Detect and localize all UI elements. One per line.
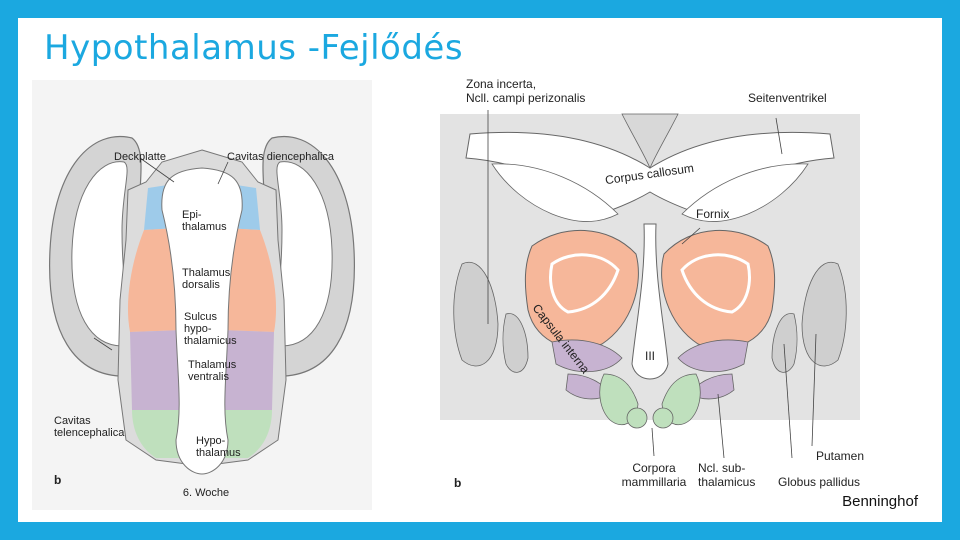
interhemispheric-fissure: [621, 113, 679, 170]
corpus-mammillare-left: [626, 407, 648, 429]
label-thalamus-ventralis-2: ventralis: [188, 371, 229, 383]
label-corpora-2: mammillaria: [622, 475, 687, 489]
label-hypothalamus-2: thalamus: [196, 447, 241, 459]
slide: Hypothalamus -Fejlődés Deckplatte Cavita…: [18, 18, 942, 522]
thalamus-left: [524, 230, 639, 350]
left-diagram: Deckplatte Cavitas diencephalica Epi- th…: [32, 80, 372, 510]
right-diagram: Zona incerta, Ncll. campi perizonalis Se…: [440, 77, 864, 490]
label-cavitas-telencephalica-2: telencephalica: [54, 427, 125, 439]
label-epithalamus-1: Epi-: [182, 209, 202, 221]
label-cavitas-diencephalica: Cavitas diencephalica: [227, 151, 335, 163]
thalamus-dorsalis-right: [220, 228, 277, 332]
thalamus-ventralis-left: [130, 330, 184, 410]
hypothalamus-left: [599, 373, 639, 426]
leader-line: [783, 343, 793, 459]
thalamus-dorsalis-left: [127, 228, 184, 332]
label-ncl-subthalamicus-2: thalamicus: [698, 475, 755, 489]
label-zona-incerta-1: Zona incerta,: [466, 77, 536, 91]
ncl-subthalamicus-right-upper: [677, 339, 749, 373]
label-sulcus-2: hypo-: [184, 323, 212, 335]
globus-pallidus-right: [771, 313, 798, 373]
leader-line: [139, 157, 175, 183]
putamen-right: [801, 261, 847, 367]
label-seitenventrikel: Seitenventrikel: [748, 91, 827, 105]
label-fornix: Fornix: [696, 207, 729, 221]
label-cavitas-telencephalica-1: Cavitas: [54, 415, 91, 427]
right-panel-letter: b: [454, 476, 461, 490]
leader-line: [93, 337, 113, 351]
left-caption: 6. Woche: [183, 487, 229, 499]
leader-line: [651, 427, 655, 457]
label-sulcus-1: Sulcus: [184, 311, 218, 323]
hypothalamus-right: [222, 410, 272, 458]
putamen-left: [453, 261, 499, 367]
thalamus-ventralis-right: [220, 330, 274, 410]
label-third-ventricle: III: [645, 349, 655, 363]
label-globus-pallidus: Globus pallidus: [778, 475, 860, 489]
thalamic-nucleus-right: [680, 253, 751, 314]
hypothalamus-right: [661, 373, 701, 426]
lateral-ventricle-left: [491, 163, 619, 222]
label-epithalamus-2: thalamus: [182, 221, 227, 233]
slide-title: Hypothalamus -Fejlődés: [44, 28, 464, 68]
label-putamen: Putamen: [816, 449, 864, 463]
hypothalamus-left: [132, 410, 182, 458]
thalamic-nucleus-left: [549, 253, 620, 314]
ncl-subthalamicus-left-upper: [551, 339, 623, 373]
label-sulcus-3: thalamicus: [184, 335, 237, 347]
label-deckplatte: Deckplatte: [114, 151, 166, 163]
label-thalamus-ventralis-1: Thalamus: [188, 359, 237, 371]
label-ncl-subthalamicus-1: Ncl. sub-: [698, 461, 745, 475]
thalamus-right: [661, 230, 776, 350]
source-credit: Benninghof: [842, 493, 918, 510]
label-thalamus-dorsalis-1: Thalamus: [182, 267, 231, 279]
leader-line: [717, 393, 725, 459]
leader-line: [775, 117, 783, 155]
corpus-mammillare-right: [652, 407, 674, 429]
leader-line: [217, 161, 229, 185]
label-hypothalamus-1: Hypo-: [196, 435, 226, 447]
lateral-ventricle-right: [681, 163, 809, 222]
third-ventricle: [631, 223, 669, 380]
leader-line: [811, 333, 817, 447]
leader-line: [681, 227, 701, 245]
globus-pallidus-left: [502, 313, 529, 373]
left-panel-letter: b: [54, 473, 61, 487]
label-zona-incerta-2: Ncll. campi perizonalis: [466, 91, 585, 105]
third-ventricle-cavity: [161, 167, 243, 475]
label-corpora-1: Corpora: [632, 461, 676, 475]
label-thalamus-dorsalis-2: dorsalis: [182, 279, 220, 291]
